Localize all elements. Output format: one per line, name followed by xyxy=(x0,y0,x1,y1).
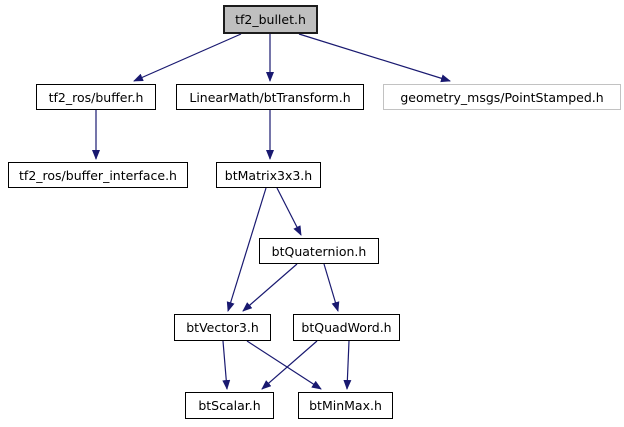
node-buffer[interactable]: tf2_ros/buffer.h xyxy=(36,84,156,110)
node-minmax[interactable]: btMinMax.h xyxy=(298,392,393,419)
edge-tf2_bullet-pointstamped xyxy=(298,33,451,83)
node-transform[interactable]: LinearMath/btTransform.h xyxy=(176,84,364,110)
edge-vector3-minmax xyxy=(246,340,322,390)
node-matrix[interactable]: btMatrix3x3.h xyxy=(216,162,321,188)
node-pointstamped: geometry_msgs/PointStamped.h xyxy=(383,84,621,110)
edge-vector3-scalar xyxy=(222,340,231,390)
node-tf2_bullet: tf2_bullet.h xyxy=(223,5,318,34)
edge-quaternion-quadword xyxy=(323,263,340,312)
edge-quadword-scalar xyxy=(261,340,318,390)
edge-tf2_bullet-buffer xyxy=(133,33,242,82)
node-vector3[interactable]: btVector3.h xyxy=(174,314,271,341)
edge-matrix-quaternion xyxy=(276,187,302,236)
node-quadword[interactable]: btQuadWord.h xyxy=(293,314,400,341)
node-buffer_interface[interactable]: tf2_ros/buffer_interface.h xyxy=(8,162,188,188)
edge-quaternion-vector3 xyxy=(242,263,298,312)
node-scalar[interactable]: btScalar.h xyxy=(185,392,274,419)
edge-quadword-minmax xyxy=(343,340,352,390)
node-quaternion[interactable]: btQuaternion.h xyxy=(259,238,379,264)
